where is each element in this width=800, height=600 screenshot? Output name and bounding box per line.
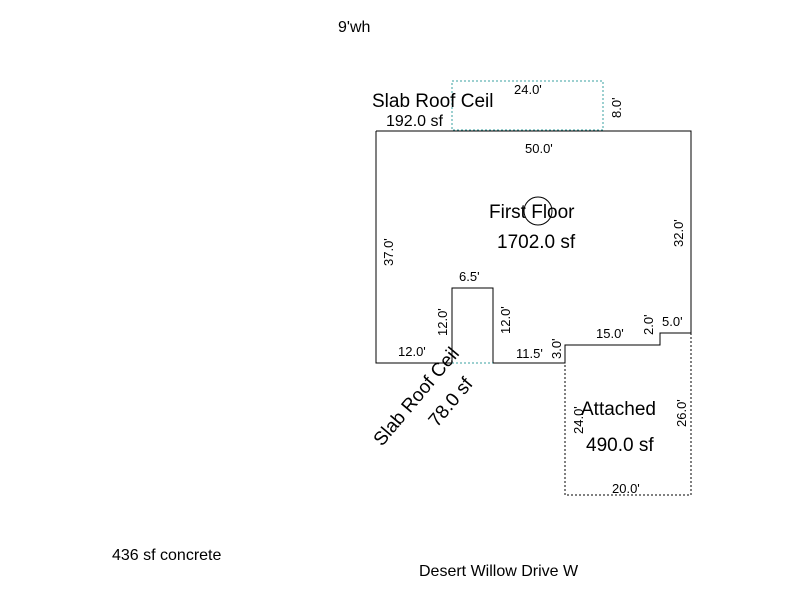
- dim-ff-left: 37.0': [381, 238, 396, 266]
- dim-notch-right: 12.0': [498, 306, 513, 334]
- dim-ff-bottom-mid: 11.5': [516, 346, 543, 361]
- center-marker: [523, 196, 553, 226]
- dim-notch-left: 12.0': [435, 308, 450, 336]
- dim-ff-corner: 5.0': [662, 314, 683, 329]
- wall-height-label: 9'wh: [338, 19, 370, 36]
- first-floor-name: First Floor: [489, 202, 575, 223]
- dim-att-right: 26.0': [674, 399, 689, 427]
- slab-top-name: Slab Roof Ceil: [372, 91, 493, 112]
- dim-ff-top: 50.0': [525, 141, 553, 156]
- first-floor-area: 1702.0 sf: [497, 232, 576, 253]
- attached-outline: [564, 333, 692, 496]
- dim-slab-top-depth: 8.0': [609, 97, 624, 118]
- concrete-note: 436 sf concrete: [112, 547, 222, 564]
- attached-area: 490.0 sf: [586, 435, 654, 456]
- dim-ff-bottom-left: 12.0': [398, 344, 426, 359]
- dim-ff-right: 32.0': [671, 219, 686, 247]
- dim-step-right: 2.0': [641, 314, 656, 335]
- dim-slab-top-width: 24.0': [514, 82, 542, 97]
- dim-notch-width: 6.5': [459, 269, 480, 284]
- dim-att-bottom: 20.0': [612, 481, 640, 496]
- attached-name: Attached: [581, 399, 656, 420]
- dim-step-small: 3.0': [549, 338, 564, 359]
- street-name: Desert Willow Drive W: [419, 563, 579, 580]
- dim-ff-bottom-right: 15.0': [596, 326, 624, 341]
- dim-att-left: 24.0': [571, 406, 586, 434]
- slab-top-area: 192.0 sf: [386, 113, 443, 130]
